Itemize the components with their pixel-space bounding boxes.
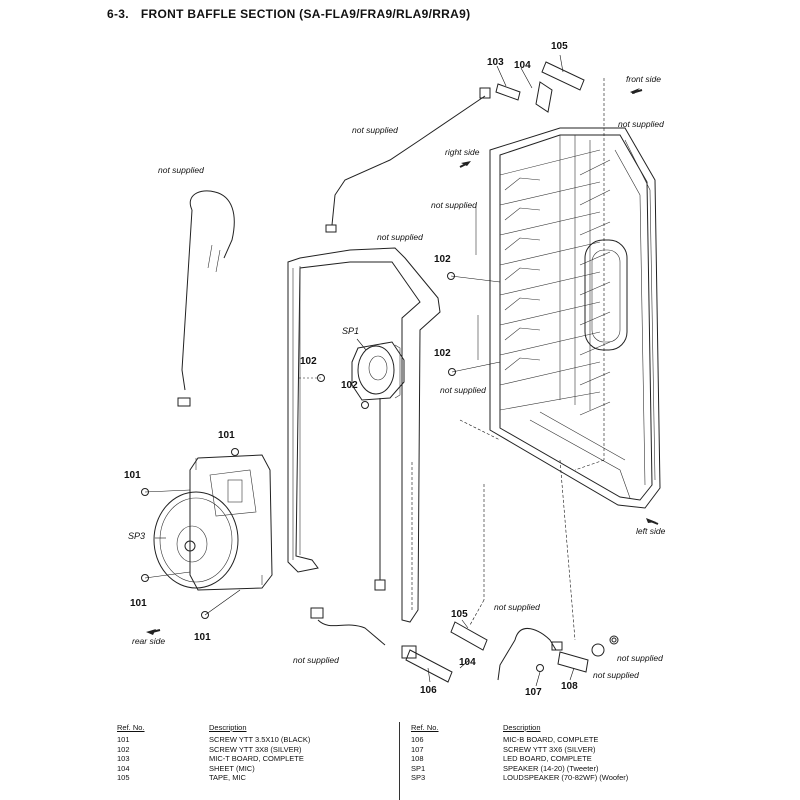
callout-102: 102 <box>434 348 451 359</box>
callout-104: 104 <box>514 60 531 71</box>
description: LED BOARD, COMPLETE <box>503 754 592 763</box>
boards-and-sheets <box>401 61 619 683</box>
section-number: 6-3. <box>107 7 129 21</box>
callout-labels: not supplied not supplied not supplied n… <box>124 41 666 698</box>
ref-no: 105 <box>117 773 130 782</box>
not-supplied-label: not supplied <box>494 602 540 612</box>
ref-no: 104 <box>117 763 130 773</box>
description-header: Description <box>503 723 541 732</box>
callout-107: 107 <box>525 687 542 698</box>
description-header: Description <box>209 723 247 732</box>
rear-side-arrow <box>146 629 156 635</box>
direction-left-side: left side <box>636 526 666 536</box>
not-supplied-label: not supplied <box>617 653 663 663</box>
ref-no-header: Ref. No. <box>411 723 439 732</box>
direction-rear-side: rear side <box>132 636 165 646</box>
parts-table-left: Ref. No. Description 101 SCREW YTT 3.5X10… <box>117 723 310 783</box>
description: SCREW YTT 3X8 (SILVER) <box>209 744 302 754</box>
parts-row: 102 SCREW YTT 3X8 (SILVER) <box>117 745 310 755</box>
parts-row: 104 SHEET (MIC) <box>117 764 310 774</box>
parts-row: SP1 SPEAKER (14-20) (Tweeter) <box>411 764 628 774</box>
not-supplied-label: not supplied <box>377 232 423 242</box>
ref-no: 103 <box>117 754 130 763</box>
cabinet-baffle <box>489 127 661 509</box>
callout-102: 102 <box>341 380 358 391</box>
parts-row: 106 MIC-B BOARD, COMPLETE <box>411 735 628 745</box>
screws <box>141 205 544 672</box>
direction-arrows <box>146 88 659 635</box>
callout-sp3: SP3 <box>128 531 145 541</box>
description: LOUDSPEAKER (70-82WF) (Woofer) <box>503 773 629 782</box>
ref-no: SP3 <box>411 773 426 782</box>
callout-101: 101 <box>130 598 147 609</box>
callout-108: 108 <box>561 681 578 692</box>
ref-no: 108 <box>411 754 424 763</box>
description: SCREW YTT 3.5X10 (BLACK) <box>209 735 311 744</box>
cables <box>177 87 563 681</box>
not-supplied-label: not supplied <box>618 119 664 129</box>
tweeter-sp1 <box>351 341 405 401</box>
ref-no: 101 <box>117 735 130 744</box>
page-title: 6-3. FRONT BAFFLE SECTION (SA-FLA9/FRA9/R… <box>107 7 482 21</box>
description: MIC-T BOARD, COMPLETE <box>209 754 304 763</box>
not-supplied-label: not supplied <box>431 200 477 210</box>
description: SHEET (MIC) <box>209 763 255 773</box>
front-gasket-frame <box>287 247 441 623</box>
ref-no: 106 <box>411 735 424 744</box>
leader-lines <box>144 54 605 687</box>
description: SPEAKER (14-20) (Tweeter) <box>503 763 599 773</box>
not-supplied-label: not supplied <box>352 125 398 135</box>
parts-row: 107 SCREW YTT 3X6 (SILVER) <box>411 745 628 755</box>
not-supplied-label: not supplied <box>440 385 486 395</box>
parts-table-right: Ref. No. Description 106 MIC-B BOARD, COM… <box>411 723 628 783</box>
section-title: FRONT BAFFLE SECTION (SA-FLA9/FRA9/RLA9/… <box>140 7 471 21</box>
woofer-sp3 <box>153 454 273 591</box>
not-supplied-label: not supplied <box>593 670 639 680</box>
parts-row: 108 LED BOARD, COMPLETE <box>411 754 628 764</box>
callout-103: 103 <box>487 57 504 68</box>
ref-no: 107 <box>411 744 424 754</box>
description: TAPE, MIC <box>209 773 246 782</box>
callout-101: 101 <box>194 632 211 643</box>
description: SCREW YTT 3X6 (SILVER) <box>503 744 596 754</box>
parts-row: SP3 LOUDSPEAKER (70-82WF) (Woofer) <box>411 773 628 783</box>
parts-row: 101 SCREW YTT 3.5X10 (BLACK) <box>117 735 310 745</box>
exploded-view-diagram: not supplied not supplied not supplied n… <box>124 41 666 698</box>
callout-106: 106 <box>420 685 437 696</box>
not-supplied-label: not supplied <box>158 165 204 175</box>
callout-105: 105 <box>551 41 568 52</box>
callout-105: 105 <box>451 609 468 620</box>
ref-no: 102 <box>117 744 130 754</box>
callout-102: 102 <box>300 356 317 367</box>
ref-no: SP1 <box>411 763 426 773</box>
callout-sp1: SP1 <box>342 326 359 336</box>
callout-104: 104 <box>459 657 476 668</box>
parts-row: 103 MIC-T BOARD, COMPLETE <box>117 754 310 764</box>
callout-102: 102 <box>434 254 451 265</box>
direction-front-side: front side <box>626 74 661 84</box>
parts-row: 105 TAPE, MIC <box>117 773 310 783</box>
not-supplied-label: not supplied <box>293 655 339 665</box>
description: MIC-B BOARD, COMPLETE <box>503 735 599 744</box>
callout-101: 101 <box>218 430 235 441</box>
table-divider <box>399 722 400 800</box>
callout-101: 101 <box>124 470 141 481</box>
direction-right-side: right side <box>445 147 480 157</box>
ref-no-header: Ref. No. <box>117 723 145 732</box>
